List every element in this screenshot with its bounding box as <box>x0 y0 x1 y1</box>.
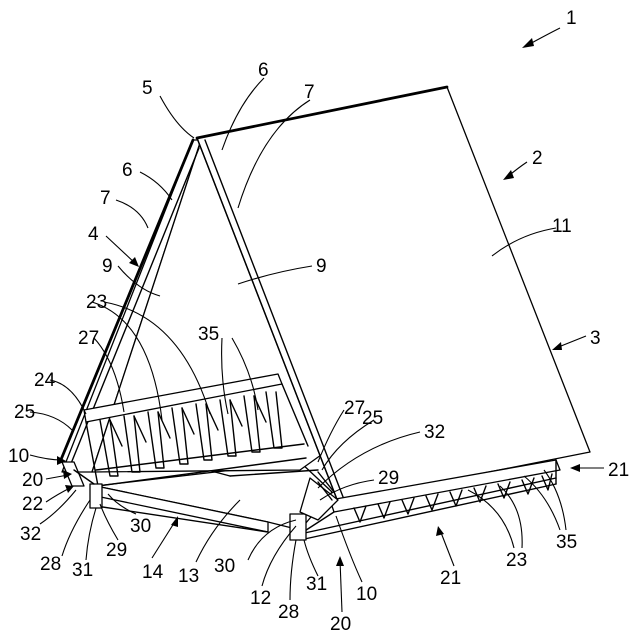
label-1: 1 <box>566 8 577 29</box>
label-9-right: 9 <box>316 256 327 277</box>
label-21-right: 21 <box>608 460 629 481</box>
label-32-left: 32 <box>20 524 41 545</box>
label-2: 2 <box>532 148 543 169</box>
label-29-left: 29 <box>106 540 127 561</box>
label-3: 3 <box>590 328 601 349</box>
label-31-left: 31 <box>72 560 93 581</box>
label-24: 24 <box>34 370 56 391</box>
label-10-left: 10 <box>8 446 29 467</box>
label-13: 13 <box>178 566 199 587</box>
label-20-left: 20 <box>22 470 43 491</box>
label-30-left: 30 <box>130 516 151 537</box>
label-31-right: 31 <box>306 574 327 595</box>
label-35-left: 35 <box>198 324 219 345</box>
label-23-right: 23 <box>506 550 527 571</box>
label-6-left: 6 <box>122 160 133 181</box>
label-7-right: 7 <box>304 82 315 103</box>
label-12: 12 <box>250 588 271 609</box>
label-14: 14 <box>142 562 164 583</box>
label-25-left: 25 <box>14 402 35 423</box>
label-11: 11 <box>552 216 572 237</box>
label-9-left: 9 <box>102 256 113 277</box>
label-22: 22 <box>22 494 43 515</box>
label-28-right: 28 <box>278 602 299 623</box>
label-5: 5 <box>142 78 153 99</box>
label-10-right: 10 <box>356 584 377 605</box>
label-27-right: 27 <box>344 398 365 419</box>
label-20-right: 20 <box>330 614 351 635</box>
label-25-right: 25 <box>362 408 383 429</box>
label-35-right: 35 <box>556 532 577 553</box>
label-27-left: 27 <box>78 328 99 349</box>
label-6-right: 6 <box>258 60 269 81</box>
label-29-right: 29 <box>378 468 399 489</box>
label-21-bottom: 21 <box>440 568 461 589</box>
label-32-right: 32 <box>424 422 445 443</box>
label-23-left: 23 <box>86 292 107 313</box>
label-4: 4 <box>88 224 99 245</box>
label-7-left: 7 <box>100 188 111 209</box>
label-28-left: 28 <box>40 554 61 575</box>
label-30-right: 30 <box>214 556 235 577</box>
